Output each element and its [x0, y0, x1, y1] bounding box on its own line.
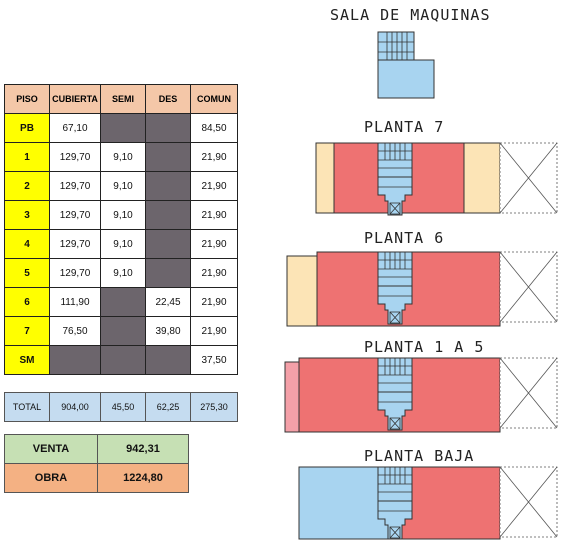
cell-cubierta: 129,70: [49, 258, 101, 288]
cell-comun: 37,50: [190, 345, 238, 375]
table-row: 3 129,70 9,10 21,90: [4, 200, 238, 230]
surface-table: PISO CUBIERTA SEMI DES COMUN PB 67,10 84…: [4, 84, 238, 375]
table-row: 6 111,90 22,45 21,90: [4, 287, 238, 317]
cell-cubierta: 76,50: [49, 316, 101, 346]
title-planta-7: PLANTA 7: [364, 118, 445, 136]
plan-planta-6: [286, 251, 558, 327]
cell-piso: 1: [4, 142, 50, 172]
cell-des: [145, 142, 191, 172]
cell-piso: 4: [4, 229, 50, 259]
obra-value: 1224,80: [97, 463, 189, 493]
cell-des: [145, 113, 191, 143]
table-row: 2 129,70 9,10 21,90: [4, 171, 238, 201]
total-label: TOTAL: [4, 392, 50, 422]
cell-des: [145, 258, 191, 288]
cell-des: 22,45: [145, 287, 191, 317]
cell-cubierta: 129,70: [49, 200, 101, 230]
cell-comun: 21,90: [190, 171, 238, 201]
cell-cubierta: [49, 345, 101, 375]
table-header-row: PISO CUBIERTA SEMI DES COMUN: [4, 84, 238, 114]
venta-label: VENTA: [4, 434, 98, 464]
cell-piso: SM: [4, 345, 50, 375]
title-planta-1-a-5: PLANTA 1 A 5: [364, 338, 485, 356]
plan-sala-de-maquinas: [377, 31, 435, 99]
cell-cubierta: 129,70: [49, 171, 101, 201]
plan-planta-1-a-5: [284, 357, 558, 433]
total-comun: 275,30: [190, 392, 238, 422]
header-comun: COMUN: [190, 84, 238, 114]
table-row: 5 129,70 9,10 21,90: [4, 258, 238, 288]
title-sala-de-maquinas: SALA DE MAQUINAS: [330, 6, 491, 24]
total-cubierta: 904,00: [49, 392, 101, 422]
venta-value: 942,31: [97, 434, 189, 464]
plan-planta-7: [315, 142, 558, 216]
cell-cubierta: 129,70: [49, 142, 101, 172]
summary-table: VENTA 942,31 OBRA 1224,80: [4, 434, 189, 493]
cell-des: [145, 345, 191, 375]
table-row: SM 37,50: [4, 345, 238, 375]
total-des: 62,25: [145, 392, 191, 422]
cell-comun: 21,90: [190, 287, 238, 317]
cell-semi: [100, 345, 146, 375]
title-planta-baja: PLANTA BAJA: [364, 447, 475, 465]
plan-planta-baja: [298, 466, 558, 540]
header-des: DES: [145, 84, 191, 114]
total-semi: 45,50: [100, 392, 146, 422]
cell-semi: [100, 113, 146, 143]
obra-label: OBRA: [4, 463, 98, 493]
cell-piso: 6: [4, 287, 50, 317]
cell-piso: PB: [4, 113, 50, 143]
title-planta-6: PLANTA 6: [364, 229, 445, 247]
cell-comun: 21,90: [190, 258, 238, 288]
table-row: 1 129,70 9,10 21,90: [4, 142, 238, 172]
header-semi: SEMI: [100, 84, 146, 114]
cell-semi: [100, 287, 146, 317]
header-piso: PISO: [4, 84, 50, 114]
cell-comun: 21,90: [190, 142, 238, 172]
total-row: TOTAL 904,00 45,50 62,25 275,30: [4, 392, 238, 422]
